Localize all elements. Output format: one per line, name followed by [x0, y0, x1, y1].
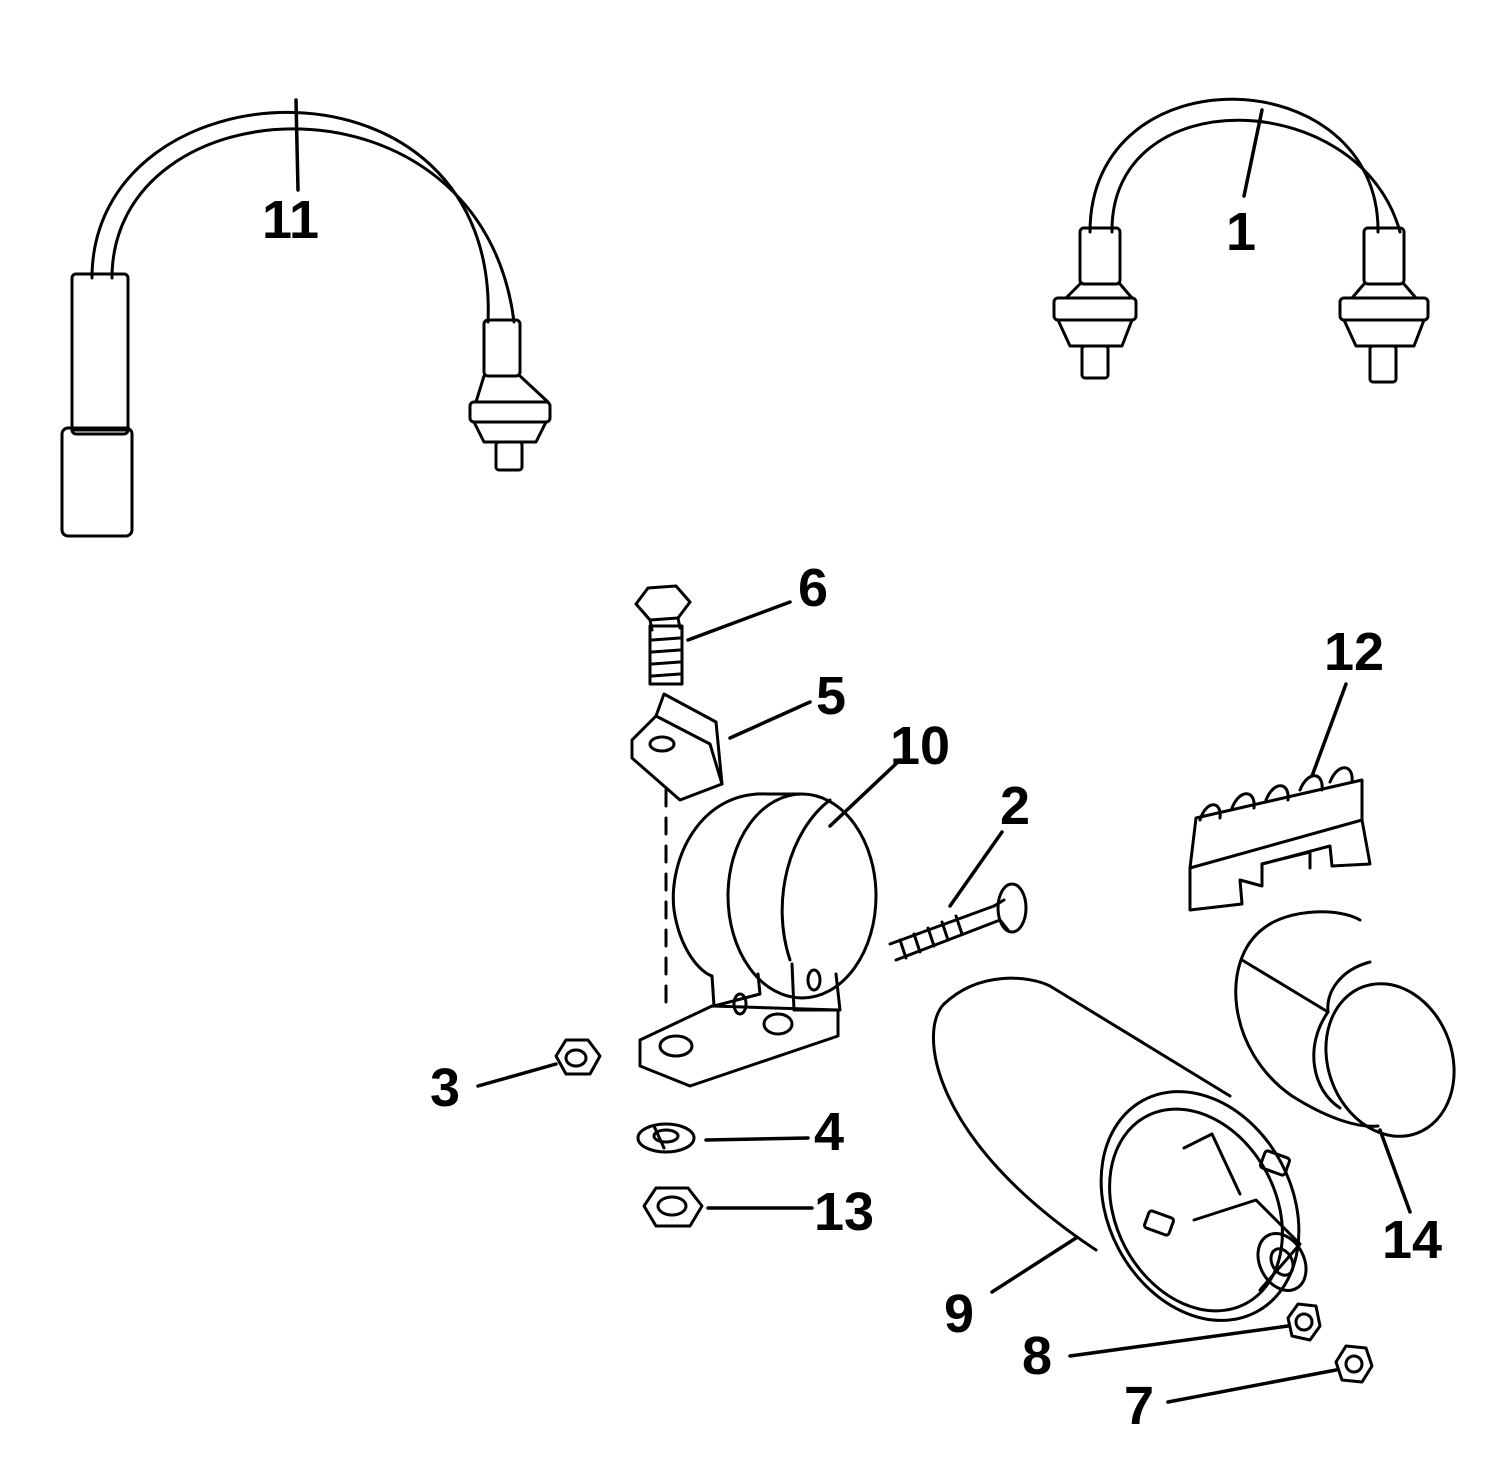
mounting-clip: [632, 694, 722, 800]
callout-2: 2: [1000, 776, 1030, 836]
callout-1: 1: [1226, 202, 1256, 262]
callout-11: 11: [262, 190, 319, 250]
hex-nut-large: [644, 1188, 702, 1226]
screw: [890, 884, 1026, 960]
lock-washer: [638, 1124, 694, 1152]
callout-13: 13: [814, 1182, 874, 1242]
high-tension-lead-long: [62, 112, 550, 536]
ignition-coil: [933, 978, 1337, 1355]
callout-12: 12: [1324, 622, 1384, 682]
callout-9: 9: [944, 1284, 974, 1344]
callout-3: 3: [430, 1058, 460, 1118]
callout-6: 6: [798, 558, 828, 618]
leader-lines: [294, 98, 1412, 1404]
callout-14: 14: [1382, 1210, 1442, 1270]
hex-bolt: [636, 586, 690, 684]
terminal-nut-8: [1288, 1304, 1320, 1340]
callout-5: 5: [816, 666, 846, 726]
hex-nut-small: [556, 1040, 600, 1074]
callout-8: 8: [1022, 1326, 1052, 1386]
high-tension-lead-short: [1054, 99, 1428, 382]
callout-7: 7: [1124, 1376, 1154, 1436]
coil-bracket: [640, 794, 876, 1086]
callout-10: 10: [890, 716, 950, 776]
terminal-nut-7: [1336, 1346, 1372, 1382]
connector-strip: [1190, 768, 1370, 910]
coil-sleeve: [1236, 912, 1475, 1155]
callouts: 11 1 6 12 5 10 2 3 4 13 14 9 8 7: [262, 190, 1442, 1436]
callout-4: 4: [814, 1102, 844, 1162]
